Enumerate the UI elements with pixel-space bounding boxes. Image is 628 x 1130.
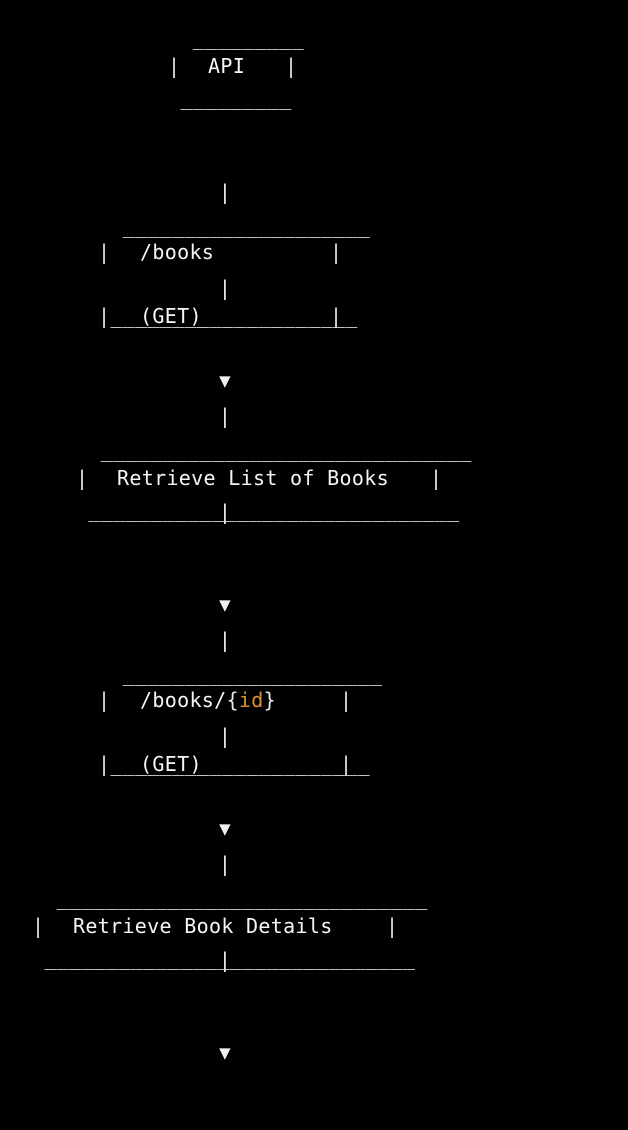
node-book-by-id-endpoint-top-border: _____________________ bbox=[98, 662, 395, 686]
connector-bar-2: | bbox=[218, 948, 232, 972]
node-retrieve-list-of-books: ______________________________ | Retriev… bbox=[76, 440, 471, 520]
node-api-row-1: | API | bbox=[168, 50, 298, 82]
node-book-by-id-endpoint-left-pipe-2: | bbox=[98, 752, 111, 776]
node-books-endpoint-row-1: | /books | bbox=[98, 236, 343, 268]
node-book-by-id-endpoint-right-pipe-2: | bbox=[340, 752, 353, 776]
path-variable-id: id bbox=[238, 688, 264, 712]
node-retrieve-book-details-bottom-border: ______________________________ bbox=[32, 946, 428, 970]
arrow-down-icon: ▼ bbox=[219, 594, 231, 616]
node-books-endpoint-path: /books bbox=[140, 240, 215, 264]
connector-books-to-list: | | ▼ bbox=[196, 336, 254, 682]
arrow-down-icon: ▼ bbox=[219, 818, 231, 840]
node-books-endpoint: ____________________ | /books | | (GET) … bbox=[98, 216, 370, 328]
node-retrieve-list-of-books-bottom-border: ______________________________ bbox=[76, 498, 472, 522]
node-books-endpoint-bottom-border: ____________________ bbox=[98, 304, 370, 328]
arrow-down-icon: ▼ bbox=[219, 370, 231, 392]
node-books-endpoint-top-border: ____________________ bbox=[98, 214, 383, 238]
ascii-diagram-canvas: _________ | API | _________ | | ▼ ______… bbox=[32, 28, 472, 1064]
node-retrieve-book-details-top-border: ______________________________ bbox=[32, 886, 440, 910]
connector-bar-1: | bbox=[218, 404, 232, 428]
node-retrieve-book-details-label: Retrieve Book Details bbox=[73, 914, 333, 938]
node-retrieve-book-details-row-1: | Retrieve Book Details | bbox=[32, 910, 399, 942]
node-book-by-id-endpoint-row-1: | /books/{id} | bbox=[98, 684, 353, 716]
arrow-down-icon: ▼ bbox=[219, 1042, 231, 1064]
node-books-endpoint-method: (GET) bbox=[140, 304, 202, 328]
node-book-by-id-endpoint-method: (GET) bbox=[140, 752, 202, 776]
connector-bar-1: | bbox=[218, 180, 232, 204]
path-prefix-text: /books/ bbox=[140, 688, 227, 712]
node-book-by-id-endpoint-right-pipe-1: | bbox=[340, 688, 353, 712]
node-api-top-border: _________ bbox=[168, 26, 317, 50]
connector-bar-2: | bbox=[218, 276, 232, 300]
connector-bar-1: | bbox=[218, 852, 232, 876]
path-close-brace: } bbox=[263, 688, 277, 712]
node-api-left-pipe: | bbox=[168, 54, 181, 78]
node-api-bottom-border: _________ bbox=[168, 86, 304, 110]
node-retrieve-book-details-left-pipe: | bbox=[32, 914, 45, 938]
node-retrieve-book-details: ______________________________ | Retriev… bbox=[32, 888, 427, 968]
node-book-by-id-endpoint-row-2: | (GET) | bbox=[98, 748, 353, 780]
node-retrieve-list-of-books-label: Retrieve List of Books bbox=[117, 466, 389, 490]
node-retrieve-book-details-right-pipe: | bbox=[386, 914, 399, 938]
node-book-by-id-endpoint-left-pipe-1: | bbox=[98, 688, 111, 712]
node-api: _________ | API | _________ bbox=[168, 28, 304, 108]
node-book-by-id-endpoint-path: /books/{id} bbox=[140, 684, 276, 716]
node-books-endpoint-row-2: | (GET) | bbox=[98, 300, 343, 332]
node-books-endpoint-left-pipe-1: | bbox=[98, 240, 111, 264]
node-book-by-id-endpoint-bottom-border: _____________________ bbox=[98, 752, 383, 776]
connector-bar-2: | bbox=[218, 500, 232, 524]
connector-bar-2: | bbox=[218, 724, 232, 748]
connector-bar-1: | bbox=[218, 628, 232, 652]
node-book-by-id-endpoint: _____________________ | /books/{id} | | … bbox=[98, 664, 382, 776]
node-retrieve-list-of-books-left-pipe: | bbox=[76, 466, 89, 490]
node-retrieve-list-of-books-top-border: ______________________________ bbox=[76, 438, 484, 462]
node-retrieve-list-of-books-right-pipe: | bbox=[430, 466, 443, 490]
connector-list-to-bookid: | | ▼ bbox=[196, 560, 254, 906]
node-api-right-pipe: | bbox=[285, 54, 298, 78]
node-books-endpoint-right-pipe-1: | bbox=[330, 240, 343, 264]
path-open-brace: { bbox=[226, 688, 239, 712]
node-books-endpoint-right-pipe-2: | bbox=[330, 304, 343, 328]
node-api-label: API bbox=[208, 54, 246, 78]
node-books-endpoint-left-pipe-2: | bbox=[98, 304, 111, 328]
connector-api-to-books: | | ▼ bbox=[196, 112, 254, 458]
node-retrieve-list-of-books-row-1: | Retrieve List of Books | bbox=[76, 462, 443, 494]
